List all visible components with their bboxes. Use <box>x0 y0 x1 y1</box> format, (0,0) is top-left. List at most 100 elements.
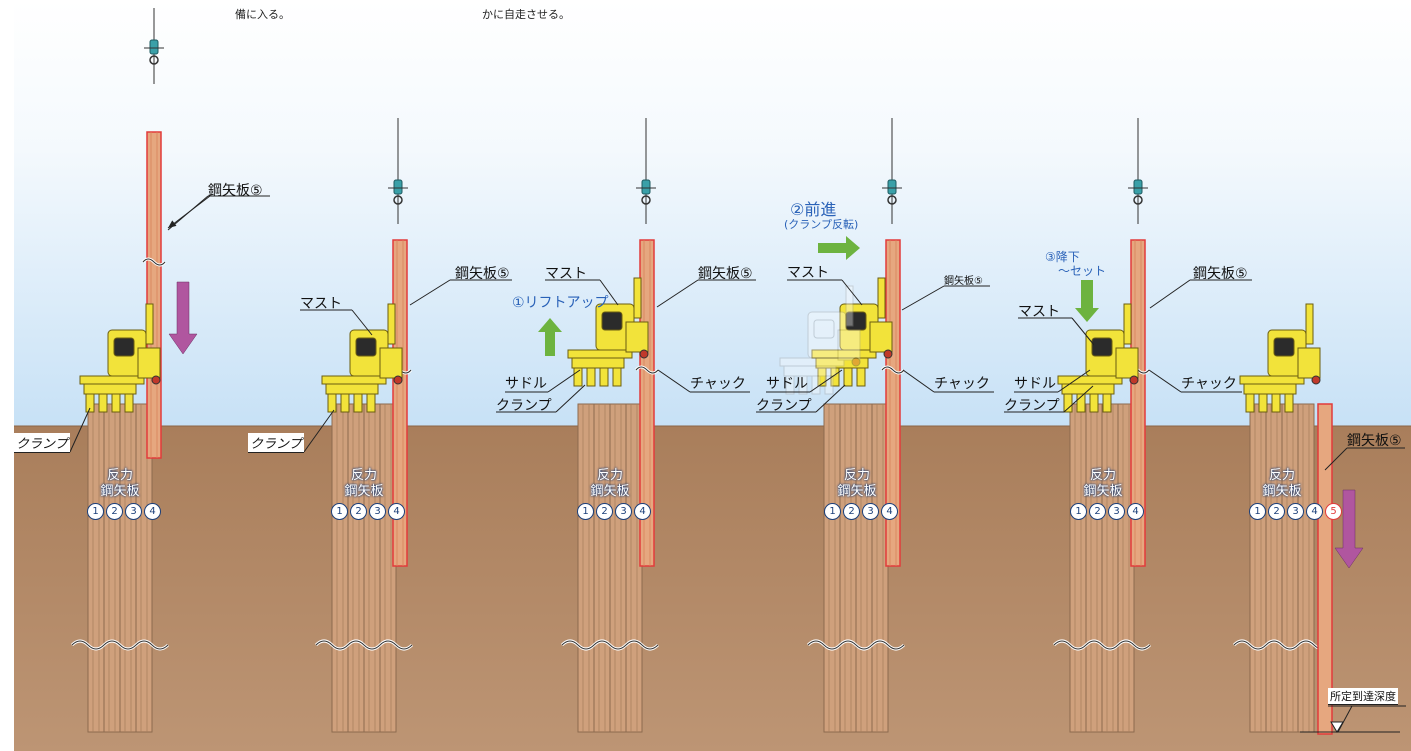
label-chuck-scene5: チャック <box>1181 376 1237 392</box>
pile-number: 1 <box>824 503 841 520</box>
leader-line <box>351 309 373 336</box>
label-depth: 所定到達深度 <box>1328 688 1398 705</box>
label-saddle-scene5: サドル <box>1014 376 1056 392</box>
pile-number: 1 <box>87 503 104 520</box>
step-lift-up: ①リフトアップ <box>512 295 609 311</box>
label-clamp-scene1: クランプ <box>14 433 70 453</box>
leader-line <box>901 285 945 311</box>
up-arrow <box>538 318 562 356</box>
press-in-machine <box>567 277 649 387</box>
label-pile5-scene3: 鋼矢板⑤ <box>698 266 753 282</box>
machine-light <box>1311 375 1321 385</box>
machine-window <box>355 337 377 357</box>
crane-hook <box>887 195 897 205</box>
machine-clamp <box>817 367 827 387</box>
machine-tower <box>877 277 886 319</box>
label-chuck-scene3: チャック <box>690 376 746 392</box>
leader-line <box>1057 369 1091 393</box>
pile-number: 4 <box>1127 503 1144 520</box>
crane-hook <box>641 195 651 205</box>
step-lower-sub: ～セット <box>1058 264 1107 278</box>
reaction-pile-label-2: 反力鋼矢板 <box>344 468 384 499</box>
leader-line <box>841 279 863 306</box>
break-mark-outline <box>1053 640 1151 650</box>
machine-light <box>639 349 649 359</box>
machine-clamp-frame <box>571 357 625 369</box>
pile-number-5: 5 <box>1325 503 1342 520</box>
pile-number: 2 <box>1089 503 1106 520</box>
leader-line <box>599 279 619 306</box>
crane-hook <box>1133 195 1143 205</box>
pile-number: 4 <box>1306 503 1323 520</box>
leader-line <box>1148 369 1182 393</box>
machine-chuck <box>625 321 649 353</box>
reaction-pile-label-6: 反力鋼矢板 <box>1262 468 1302 499</box>
machine-clamp <box>785 375 795 395</box>
clamp-leader <box>69 407 91 453</box>
label-pile5-scene1: 鋼矢板⑤ <box>208 183 263 199</box>
machine-saddle <box>1239 375 1305 385</box>
machine-clamp <box>1102 393 1112 413</box>
press-in-machine <box>321 303 403 413</box>
machine-window <box>113 337 135 357</box>
label-clamp-scene5: クランプ <box>1004 398 1060 414</box>
machine-chuck <box>837 329 861 361</box>
press-in-machine <box>1057 303 1139 413</box>
machine-clamp <box>599 367 609 387</box>
machine-light <box>851 357 861 367</box>
machine-tower <box>845 285 854 327</box>
steel-pile-5-driven <box>1317 403 1333 735</box>
pile-number: 3 <box>862 503 879 520</box>
machine-clamp <box>798 375 808 395</box>
leader-line <box>167 195 209 231</box>
machine-tower <box>633 277 642 319</box>
machine-saddle <box>1057 375 1123 385</box>
down-arrow <box>168 281 198 355</box>
pile-number: 4 <box>634 503 651 520</box>
machine-chuck <box>869 321 893 353</box>
sky-background <box>14 0 1411 426</box>
crane-hook-block <box>149 39 159 55</box>
step-lower: ③降下 <box>1045 250 1080 264</box>
steel-pile-5 <box>146 131 162 459</box>
machine-clamp-frame <box>1243 383 1297 395</box>
machine-window <box>845 311 867 331</box>
steel-pile-5 <box>1130 239 1146 567</box>
machine-clamp <box>573 367 583 387</box>
machine-clamp <box>327 393 337 413</box>
leader-line <box>409 279 451 306</box>
press-in-machine <box>811 277 893 387</box>
machine-clamp-frame <box>325 383 379 395</box>
label-pile5-scene4: 鋼矢板⑤ <box>944 276 983 287</box>
pile-number: 2 <box>106 503 123 520</box>
machine-tower <box>1123 303 1132 345</box>
leader-line <box>809 369 843 393</box>
machine-light <box>883 349 893 359</box>
pile-number: 3 <box>125 503 142 520</box>
pile-number: 1 <box>577 503 594 520</box>
step-advance: ②前進 <box>790 200 837 219</box>
green-down-arrow <box>1075 280 1099 322</box>
ground <box>14 426 1411 751</box>
pile-number: 3 <box>1287 503 1304 520</box>
machine-clamp <box>340 393 350 413</box>
machine-clamp <box>366 393 376 413</box>
break-mark-outline <box>1233 640 1331 650</box>
pile-number: 4 <box>881 503 898 520</box>
machine-clamp-frame <box>783 365 837 377</box>
label-clamp-scene2: クランプ <box>248 433 304 453</box>
pile-break-outline <box>635 366 659 374</box>
leader-line <box>1071 317 1095 346</box>
machine-clamp <box>1271 393 1281 413</box>
leader-line <box>656 279 699 308</box>
machine-clamp <box>1063 393 1073 413</box>
machine-saddle <box>79 375 145 385</box>
down-arrow <box>1334 489 1364 569</box>
